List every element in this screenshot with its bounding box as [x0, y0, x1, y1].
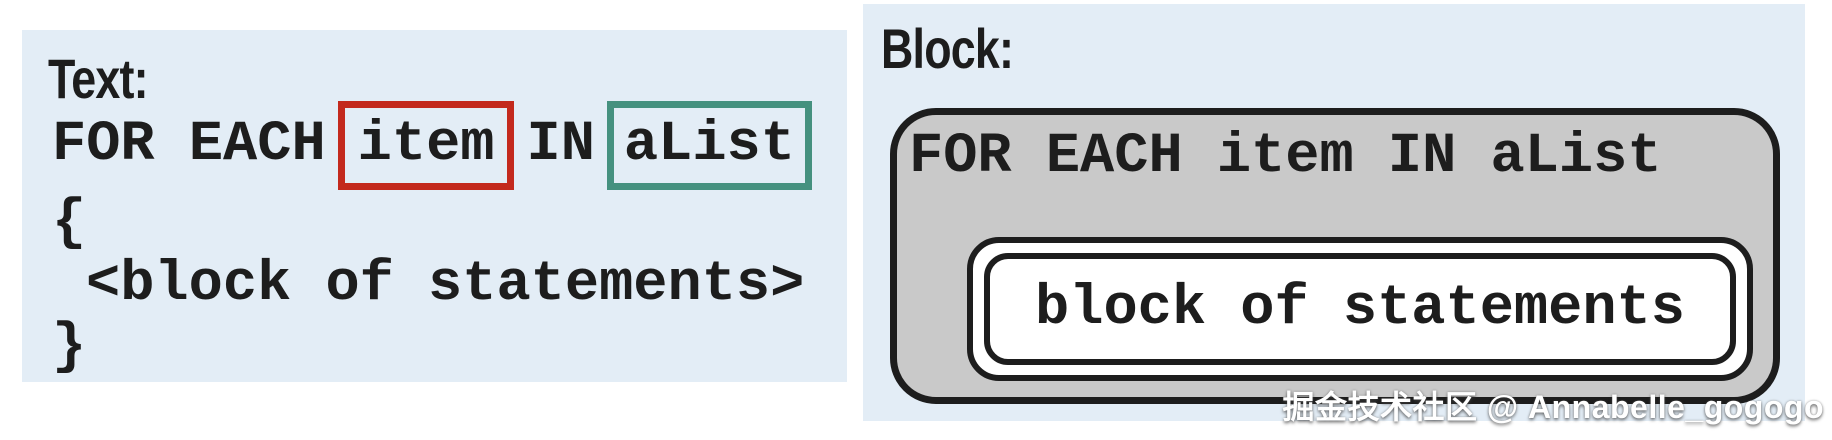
open-brace: {: [52, 191, 87, 255]
block-representation-panel: Block: FOR EACH item IN aList block of s…: [863, 4, 1805, 421]
for-each-block-header: FOR EACH item IN aList: [909, 125, 1662, 189]
block-of-statements-text: <block of statements>: [86, 253, 805, 317]
for-each-line: FOR EACH item IN aList: [52, 98, 812, 192]
statements-slot-inner: block of statements: [984, 253, 1736, 365]
keyword-for-each: FOR EACH: [52, 113, 326, 177]
statements-slot-text: block of statements: [1035, 277, 1685, 341]
close-brace: }: [52, 315, 87, 379]
text-panel-label: Text:: [48, 47, 149, 110]
pseudocode-text: FOR EACH item IN aList { <block of state…: [52, 98, 812, 378]
open-brace-line: {: [52, 192, 812, 254]
list-variable: aList: [623, 112, 795, 177]
close-brace-line: }: [52, 316, 812, 378]
list-variable-box: aList: [606, 100, 812, 190]
item-variable: item: [357, 112, 495, 177]
watermark: 掘金技术社区 @ Annabelle_gogogo: [1282, 389, 1824, 425]
text-representation-panel: Text: FOR EACH item IN aList { <block of…: [22, 30, 847, 382]
block-of-statements-line: <block of statements>: [86, 254, 812, 316]
item-variable-box: item: [337, 100, 515, 190]
keyword-in: IN: [526, 113, 595, 177]
for-each-block-shape: FOR EACH item IN aList block of statemen…: [890, 108, 1780, 404]
statements-slot-outer: block of statements: [967, 237, 1753, 381]
block-panel-label: Block:: [881, 17, 1014, 80]
